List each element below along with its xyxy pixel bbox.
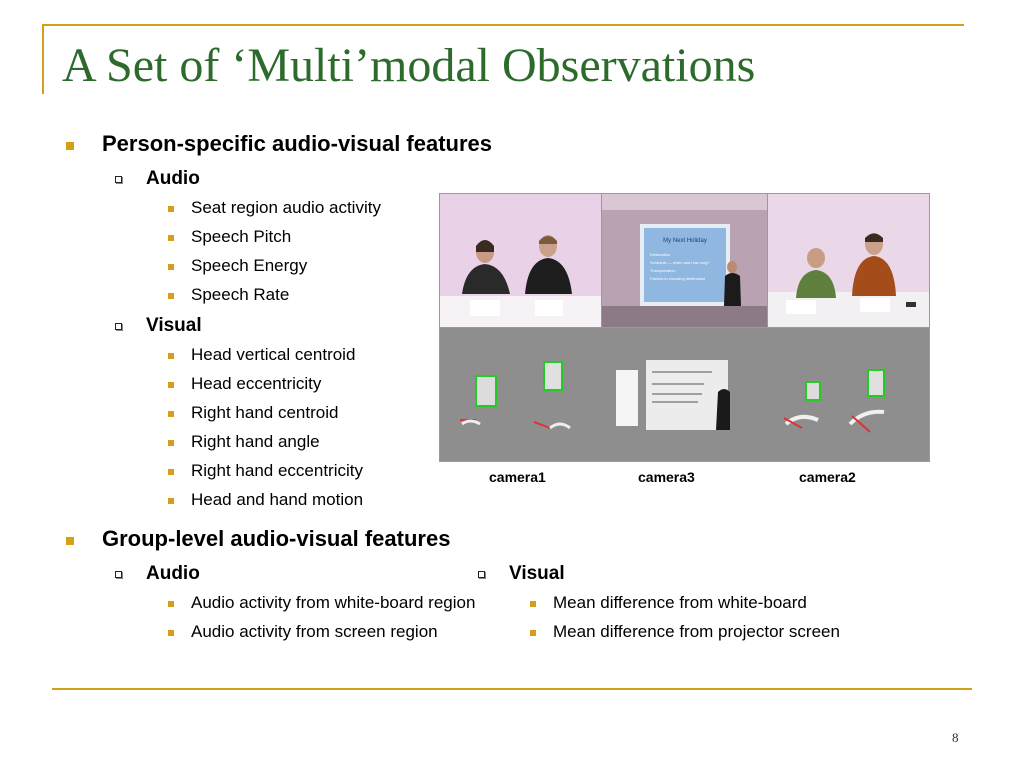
group-level-heading: Group-level audio-visual features: [102, 526, 451, 551]
item-marker: [168, 498, 174, 504]
slide-screen-bullet: Destination: [650, 252, 670, 257]
slide-screen-bullet: Factors in choosing destination: [650, 276, 705, 281]
camera-figure: My Next Holiday Destination Schedule — w…: [439, 193, 930, 462]
item-marker: [168, 411, 174, 417]
group-audio-item: Audio activity from white-board region: [191, 593, 476, 612]
camera3-photo: My Next Holiday Destination Schedule — w…: [602, 194, 767, 327]
bullet-marker: [66, 537, 74, 545]
item-marker: [168, 601, 174, 607]
group-visual-item: Mean difference from white-board: [553, 593, 807, 612]
slide-title: A Set of ‘Multi’modal Observations: [62, 39, 756, 92]
group-visual-item: Mean difference from projector screen: [553, 622, 840, 641]
left-rule: [42, 24, 44, 94]
person-audio-item: Speech Rate: [191, 285, 290, 304]
camera1-photo: [440, 194, 601, 327]
person-visual-item: Head vertical centroid: [191, 345, 356, 364]
person-audio-item: Speech Energy: [191, 256, 308, 275]
slide-screen-title: My Next Holiday: [663, 238, 707, 244]
person-audio-label: Audio: [146, 168, 200, 189]
person-visual-item: Right hand centroid: [191, 403, 339, 422]
sub-bullet-marker: [115, 323, 122, 330]
group-audio-item: Audio activity from screen region: [191, 622, 438, 641]
person-visual-label: Visual: [146, 315, 202, 336]
group-audio-label: Audio: [146, 563, 200, 584]
person-visual-item: Head and hand motion: [191, 490, 364, 509]
person-specific-heading: Person-specific audio-visual features: [102, 131, 493, 156]
top-rule: [42, 24, 964, 26]
item-marker: [168, 630, 174, 636]
item-marker: [530, 630, 536, 636]
camera1-label: camera1: [489, 469, 546, 485]
group-visual-label: Visual: [509, 563, 565, 584]
sub-bullet-marker: [115, 571, 122, 578]
camera2-photo: [768, 194, 929, 327]
camera3-label: camera3: [638, 469, 695, 485]
person-audio-item: Speech Pitch: [191, 227, 292, 246]
processed-features-strip: [440, 328, 929, 461]
camera2-label: camera2: [799, 469, 856, 485]
person-visual-item: Head eccentricity: [191, 374, 322, 393]
item-marker: [168, 440, 174, 446]
bottom-rule: [52, 688, 972, 690]
person-visual-item: Right hand eccentricity: [191, 461, 363, 480]
person-audio-item: Seat region audio activity: [191, 198, 381, 217]
sub-bullet-marker: [115, 176, 122, 183]
item-marker: [168, 264, 174, 270]
bullet-marker: [66, 142, 74, 150]
item-marker: [168, 469, 174, 475]
sub-bullet-marker: [478, 571, 485, 578]
item-marker: [530, 601, 536, 607]
slide-screen-bullet: Schedule — when and how long?: [650, 260, 710, 265]
item-marker: [168, 293, 174, 299]
page-number: 8: [952, 730, 959, 745]
item-marker: [168, 382, 174, 388]
item-marker: [168, 235, 174, 241]
person-visual-item: Right hand angle: [191, 432, 320, 451]
item-marker: [168, 353, 174, 359]
item-marker: [168, 206, 174, 212]
slide-screen-bullet: Transportation: [650, 268, 676, 273]
